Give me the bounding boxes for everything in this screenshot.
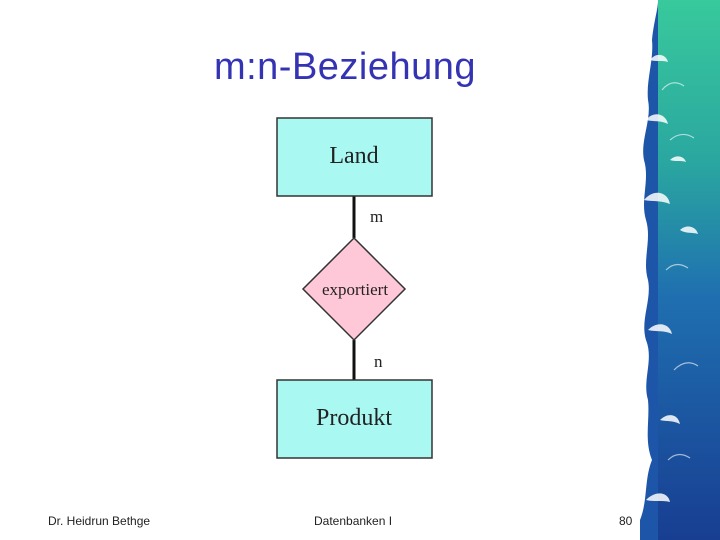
entity-land-label: Land	[329, 143, 378, 169]
footer-course: Datenbanken I	[314, 514, 393, 528]
footer-author: Dr. Heidrun Bethge	[48, 514, 151, 528]
entity-produkt-label: Produkt	[316, 405, 392, 431]
relationship-label: exportiert	[322, 280, 388, 299]
cardinality-top: m	[370, 207, 383, 226]
page-title: m:n-Beziehung	[213, 46, 477, 88]
entity-produkt[interactable]: Produkt	[276, 379, 433, 459]
wave-decoration	[640, 0, 720, 540]
footer-page-number: 80	[619, 514, 633, 528]
entity-land[interactable]: Land	[276, 117, 433, 197]
cardinality-bottom: n	[374, 352, 383, 371]
relationship-exportiert[interactable]: exportiert	[301, 236, 407, 342]
